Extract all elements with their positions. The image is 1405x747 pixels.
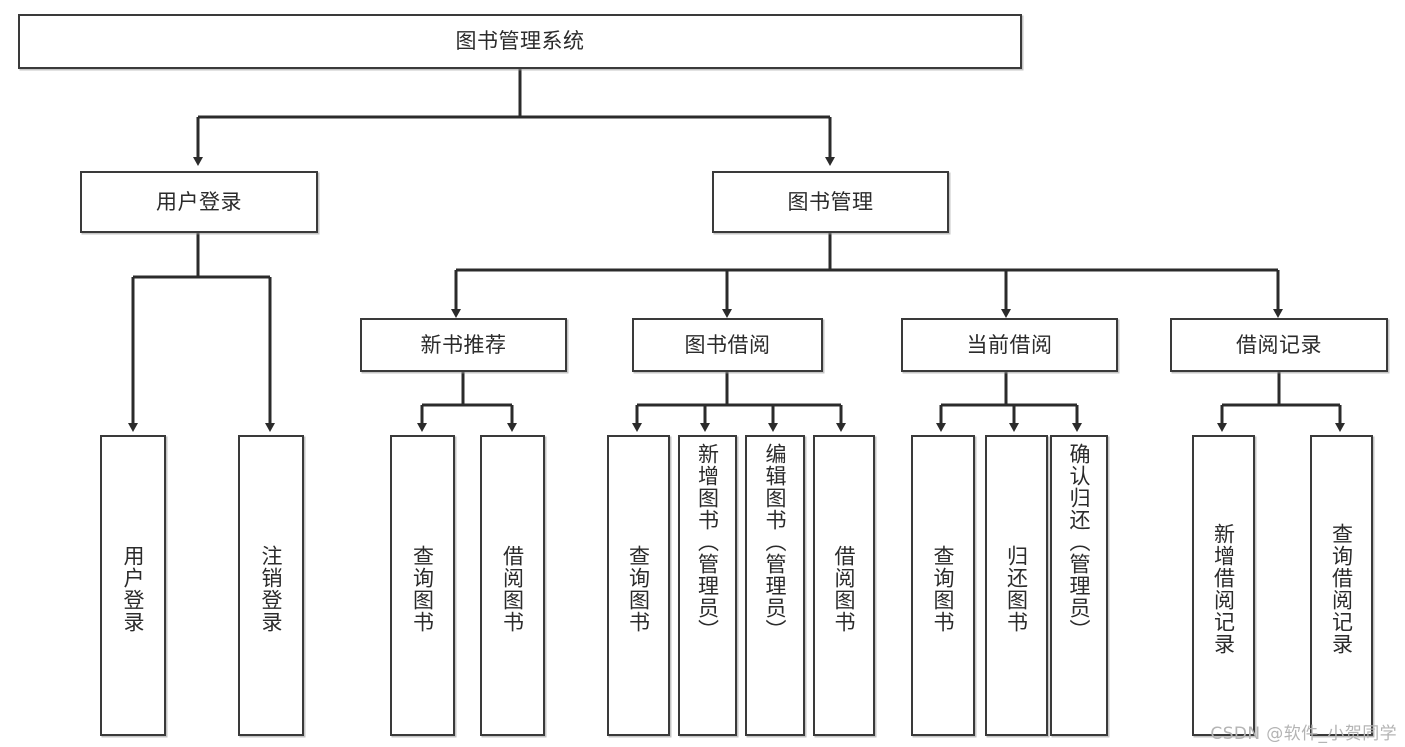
- node-borrow-record-label: 借阅记录: [1236, 332, 1322, 357]
- node-leaf-query-book-2-label: 查询图书: [626, 544, 651, 633]
- node-leaf-return-book-label: 归还图书: [1004, 544, 1029, 633]
- node-user-login-label: 用户登录: [156, 189, 242, 214]
- node-book-borrow[interactable]: 图书借阅: [632, 318, 823, 372]
- node-leaf-query-book-3[interactable]: 查询图书: [911, 435, 975, 736]
- node-leaf-query-book-1[interactable]: 查询图书: [390, 435, 455, 736]
- node-leaf-borrow-book-2-label: 借阅图书: [832, 544, 857, 633]
- node-leaf-borrow-book-2[interactable]: 借阅图书: [813, 435, 875, 736]
- node-leaf-query-borrow-record[interactable]: 查询借阅记录: [1310, 435, 1373, 736]
- node-leaf-logout-login[interactable]: 注销登录: [238, 435, 304, 736]
- node-leaf-edit-book[interactable]: 编辑图书（管理员）: [745, 435, 805, 736]
- node-current-borrow-label: 当前借阅: [966, 332, 1053, 357]
- node-leaf-add-borrow-record[interactable]: 新增借阅记录: [1192, 435, 1255, 736]
- node-leaf-borrow-book-1-label: 借阅图书: [500, 544, 525, 633]
- node-leaf-query-book-2[interactable]: 查询图书: [607, 435, 670, 736]
- node-leaf-logout-login-label: 注销登录: [259, 544, 284, 633]
- node-leaf-query-book-3-label: 查询图书: [931, 544, 956, 633]
- node-leaf-add-book-label: 新增图书（管理员）: [695, 443, 720, 641]
- node-leaf-add-borrow-record-label: 新增借阅记录: [1211, 522, 1236, 655]
- node-leaf-query-book-1-label: 查询图书: [410, 544, 435, 633]
- node-book-management[interactable]: 图书管理: [712, 171, 949, 233]
- node-leaf-return-book[interactable]: 归还图书: [985, 435, 1048, 736]
- node-leaf-add-book[interactable]: 新增图书（管理员）: [678, 435, 737, 736]
- node-leaf-borrow-book-1[interactable]: 借阅图书: [480, 435, 545, 736]
- node-leaf-user-login[interactable]: 用户登录: [100, 435, 166, 736]
- node-leaf-query-borrow-record-label: 查询借阅记录: [1329, 522, 1354, 655]
- node-current-borrow[interactable]: 当前借阅: [901, 318, 1118, 372]
- node-new-book-recommend[interactable]: 新书推荐: [360, 318, 567, 372]
- node-borrow-record[interactable]: 借阅记录: [1170, 318, 1388, 372]
- node-book-borrow-label: 图书借阅: [684, 332, 771, 357]
- node-leaf-confirm-return[interactable]: 确认归还（管理员）: [1050, 435, 1108, 736]
- node-new-book-recommend-label: 新书推荐: [420, 332, 507, 357]
- node-leaf-edit-book-label: 编辑图书（管理员）: [763, 443, 788, 641]
- node-book-management-label: 图书管理: [787, 189, 874, 214]
- node-leaf-user-login-label: 用户登录: [121, 544, 146, 633]
- csdn-watermark: CSDN @软件_小贺同学: [1210, 724, 1397, 744]
- node-leaf-confirm-return-label: 确认归还（管理员）: [1067, 443, 1092, 641]
- node-root[interactable]: 图书管理系统: [18, 14, 1022, 69]
- node-root-label: 图书管理系统: [455, 29, 585, 54]
- node-user-login[interactable]: 用户登录: [80, 171, 318, 233]
